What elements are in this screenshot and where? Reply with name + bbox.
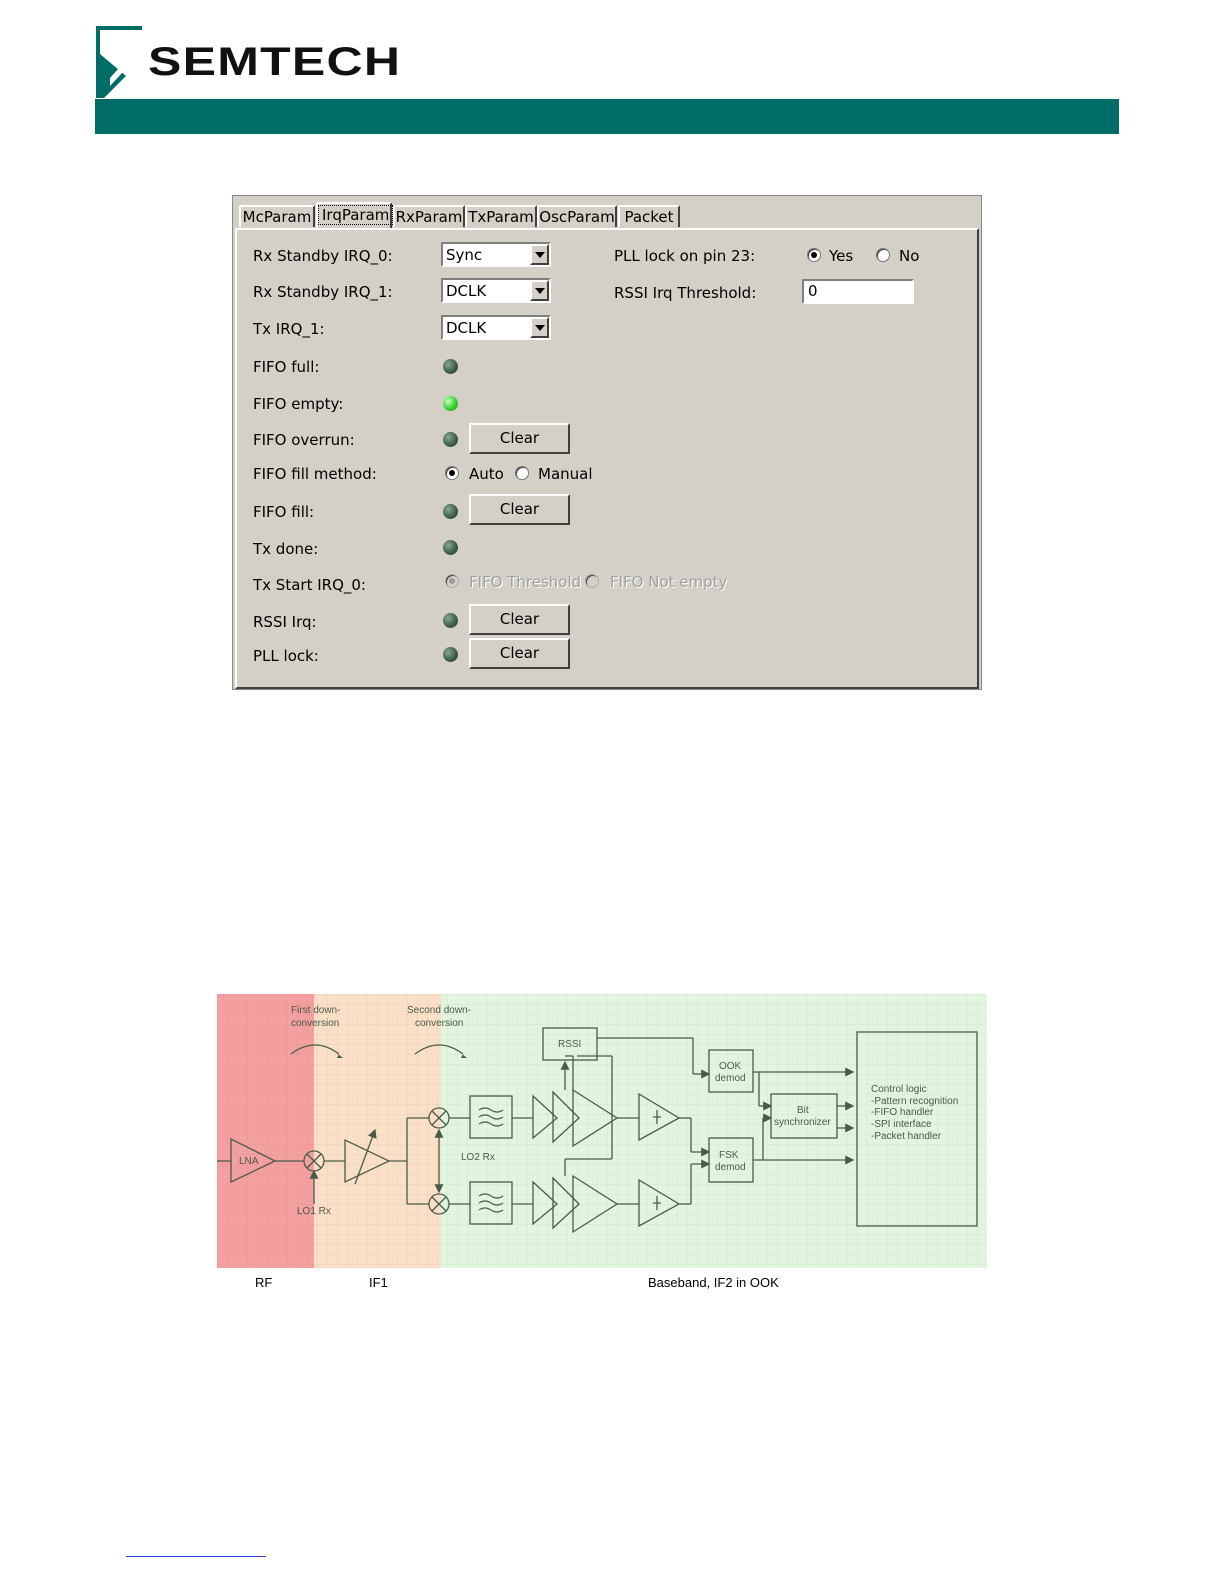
svg-text:conversion: conversion — [415, 1018, 463, 1029]
tx-done-led — [443, 540, 458, 555]
lna-label: LNA — [239, 1156, 259, 1167]
company-wordmark: SEMTECH — [148, 40, 402, 84]
svg-text:Bit: Bit — [797, 1105, 809, 1116]
limiter-chain-q — [572, 1174, 619, 1234]
rssi-irq-label: RSSI Irq: — [253, 613, 317, 631]
tx-done-label: Tx done: — [253, 540, 319, 558]
rssi-irq-clear-button[interactable]: Clear — [469, 604, 570, 635]
rssi-label: RSSI — [558, 1039, 581, 1050]
irq-param-dialog: McParam IrqParam RxParam TxParam OscPara… — [232, 195, 982, 690]
fill-manual-label: Manual — [538, 465, 593, 483]
first-down-text: First down- — [291, 1005, 340, 1016]
filter-i-block — [469, 1095, 513, 1139]
fill-auto-radio[interactable] — [445, 466, 459, 480]
filter-q-block — [469, 1181, 513, 1225]
svg-text:-Pattern recognition: -Pattern recognition — [871, 1096, 958, 1107]
fifo-full-led — [443, 359, 458, 374]
rssi-block — [542, 1027, 598, 1061]
tx-irq1-label: Tx IRQ_1: — [253, 320, 325, 338]
rx-standby-irq0-select[interactable]: Sync — [441, 242, 551, 267]
fifo-full-label: FIFO full: — [253, 358, 320, 376]
rssi-threshold-label: RSSI Irq Threshold: — [614, 284, 757, 302]
rssi-irq-led — [443, 613, 458, 628]
fifo-overrun-clear-button[interactable]: Clear — [469, 423, 570, 454]
header-band — [95, 99, 1119, 134]
pll-lock-clear-button[interactable]: Clear — [469, 638, 570, 669]
fifo-empty-led — [443, 396, 458, 411]
lna-block — [230, 1137, 277, 1184]
fifo-fill-method-label: FIFO fill method: — [253, 465, 377, 483]
ook-demod-block — [708, 1049, 754, 1093]
zone-label-rf: RF — [255, 1275, 273, 1290]
fifo-empty-label: FIFO empty: — [253, 395, 344, 413]
pll-lock-yes-label: Yes — [829, 247, 854, 265]
tab-rxparam[interactable]: RxParam — [393, 205, 465, 227]
svg-text:-FIFO handler: -FIFO handler — [871, 1107, 934, 1118]
pll-lock-label: PLL lock: — [253, 647, 319, 665]
tab-mcparam[interactable]: McParam — [239, 205, 315, 227]
svg-text:demod: demod — [715, 1073, 746, 1084]
svg-text:Control logic: Control logic — [871, 1084, 927, 1095]
fifo-overrun-led — [443, 432, 458, 447]
svg-text:-Packet handler: -Packet handler — [871, 1131, 942, 1142]
svg-text:FSK: FSK — [719, 1150, 739, 1161]
rssi-threshold-input[interactable]: 0 — [802, 279, 914, 304]
tx-start-irq0-label: Tx Start IRQ_0: — [253, 576, 366, 594]
second-down-text: Second down- — [407, 1005, 471, 1016]
chevron-down-icon[interactable] — [530, 280, 549, 301]
fifo-fill-led — [443, 504, 458, 519]
control-logic-block — [856, 1031, 978, 1227]
pll-lock-led — [443, 647, 458, 662]
tx-start-not-empty-radio[interactable] — [585, 574, 599, 588]
tab-irqparam[interactable]: IrqParam — [316, 202, 394, 228]
svg-text:-SPI interface: -SPI interface — [871, 1119, 932, 1130]
rx-standby-irq1-label: Rx Standby IRQ_1: — [253, 283, 393, 301]
rx-standby-irq0-label: Rx Standby IRQ_0: — [253, 247, 393, 265]
comparator-i — [638, 1092, 681, 1142]
svg-text:OOK: OOK — [719, 1061, 742, 1072]
svg-text:demod: demod — [715, 1162, 746, 1173]
limiter-chain-i — [572, 1088, 619, 1148]
zone-label-baseband: Baseband, IF2 in OOK — [648, 1275, 779, 1290]
lo2-label: LO2 Rx — [461, 1152, 495, 1163]
semtech-s-icon — [96, 26, 142, 98]
svg-text:synchronizer: synchronizer — [774, 1117, 831, 1128]
tx-start-not-empty-label: FIFO Not empty — [610, 573, 728, 591]
irq-panel: Rx Standby IRQ_0: Sync Rx Standby IRQ_1:… — [235, 228, 979, 689]
semtech-logo: SEMTECH — [96, 26, 436, 102]
receiver-block-diagram: First down- conversion Second down- conv… — [217, 994, 987, 1268]
fifo-fill-clear-button[interactable]: Clear — [469, 494, 570, 525]
chevron-down-icon[interactable] — [530, 244, 549, 265]
tx-irq1-select[interactable]: DCLK — [441, 315, 551, 340]
tx-start-threshold-radio[interactable] — [445, 574, 459, 588]
svg-text:conversion: conversion — [291, 1018, 339, 1029]
footer-link[interactable] — [126, 1556, 266, 1557]
fill-auto-label: Auto — [469, 465, 504, 483]
lo1-label: LO1 Rx — [297, 1206, 331, 1217]
pll-lock-no-radio[interactable] — [876, 248, 890, 262]
fifo-overrun-label: FIFO overrun: — [253, 431, 355, 449]
rx-standby-irq1-select[interactable]: DCLK — [441, 278, 551, 303]
comparator-q — [638, 1178, 681, 1228]
fifo-fill-label: FIFO fill: — [253, 503, 315, 521]
zone-label-if1: IF1 — [369, 1275, 388, 1290]
tab-txparam[interactable]: TxParam — [465, 205, 537, 227]
pll-lock-pin-label: PLL lock on pin 23: — [614, 247, 756, 265]
tab-oscparam[interactable]: OscParam — [537, 205, 617, 227]
fill-manual-radio[interactable] — [515, 466, 529, 480]
pll-lock-yes-radio[interactable] — [807, 248, 821, 262]
chevron-down-icon[interactable] — [530, 317, 549, 338]
tab-packet[interactable]: Packet — [618, 205, 680, 227]
tx-start-threshold-label: FIFO Threshold — [469, 573, 582, 591]
pll-lock-no-label: No — [899, 247, 920, 265]
